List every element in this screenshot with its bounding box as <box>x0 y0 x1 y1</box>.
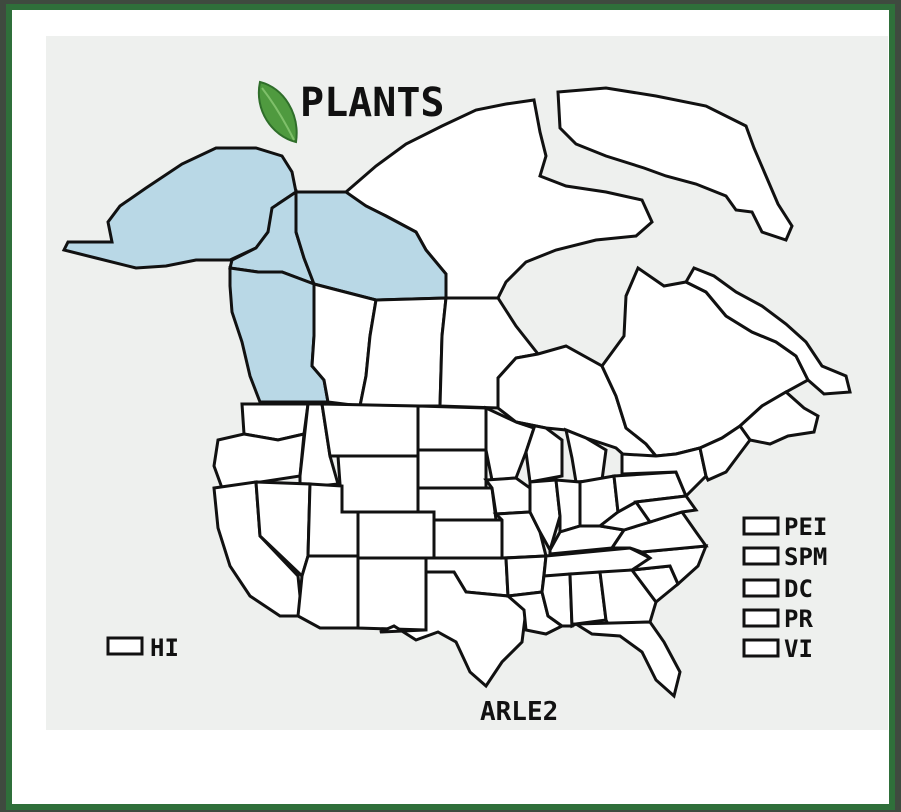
region-maritimes <box>738 390 820 446</box>
region-arkansas <box>504 554 548 598</box>
region-oregon <box>212 432 306 490</box>
svg-text:DC: DC <box>784 575 813 603</box>
small-regions-east: PEI SPM DC PR VI <box>742 513 827 663</box>
region-wyoming <box>336 454 420 514</box>
small-region-pei: PEI <box>742 513 827 541</box>
region-texas <box>379 570 528 689</box>
region-south-dakota <box>416 448 488 490</box>
region-montana <box>320 402 420 458</box>
plants-logo-text: PLANTS <box>300 80 445 126</box>
small-region-hi: HI <box>106 634 179 662</box>
distribution-map-panel: PLANTS <box>46 36 888 730</box>
region-kansas <box>432 518 504 560</box>
region-northwest-territories <box>294 190 448 302</box>
symbol-code: ARLE2 <box>480 697 558 727</box>
small-region-pr: PR <box>742 605 813 633</box>
region-north-dakota <box>416 404 488 452</box>
region-indiana <box>554 478 582 535</box>
small-region-spm: SPM <box>742 543 827 571</box>
region-arizona <box>296 554 360 630</box>
svg-text:VI: VI <box>784 635 813 663</box>
small-region-vi: VI <box>742 635 813 663</box>
region-wisconsin <box>515 420 564 484</box>
svg-text:SPM: SPM <box>784 543 827 571</box>
region-new-england <box>698 423 752 482</box>
distribution-map: PLANTS <box>61 80 852 727</box>
region-alabama <box>568 570 608 629</box>
svg-text:HI: HI <box>150 634 179 662</box>
region-colorado <box>356 510 436 560</box>
region-saskatchewan <box>358 296 448 408</box>
region-greenland <box>556 86 794 242</box>
map-frame: PLANTS <box>6 4 895 810</box>
plants-leaf-icon <box>257 80 298 144</box>
region-new-jersey-delaware-maryland <box>633 494 699 524</box>
region-newfoundland-labrador <box>683 266 852 396</box>
small-region-dc: DC <box>742 575 813 603</box>
svg-text:PR: PR <box>784 605 813 633</box>
region-north-carolina <box>631 544 709 587</box>
region-florida <box>570 620 682 699</box>
region-new-mexico <box>356 556 428 632</box>
svg-text:PEI: PEI <box>784 513 827 541</box>
